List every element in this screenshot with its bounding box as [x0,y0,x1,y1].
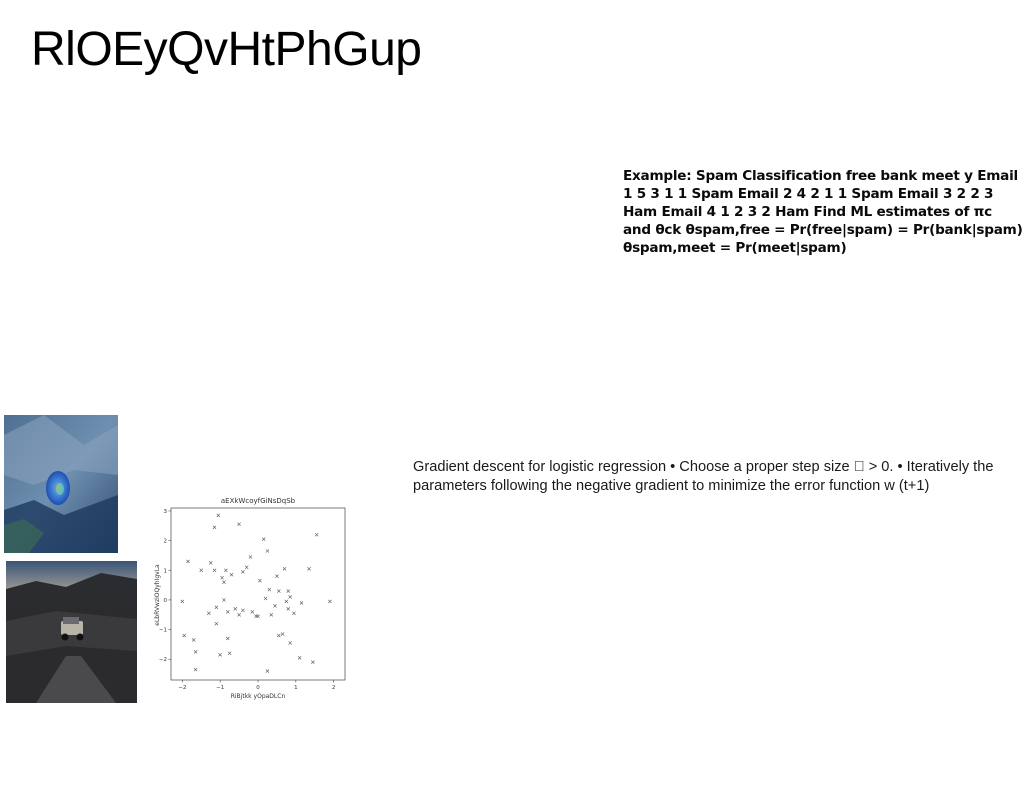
scatter-point [265,669,270,673]
y-tick-label: 2 [164,539,168,545]
slide-title: RlOEyQvHtPhGup [31,23,422,76]
scatter-point [193,667,198,672]
scatter-point [282,566,287,571]
scatter-point [237,612,241,617]
scatter-point [224,568,228,573]
scatter-point [261,537,266,541]
scatter-point [191,638,196,642]
y-tick-label: −1 [159,628,167,634]
y-tick-label: 1 [164,568,168,574]
scatter-point [256,614,260,619]
scatter-point [208,561,213,565]
scatter-chart: aEXkWcoyfGiNsDqSb −2 −1 0 1 2 3 −2 −1 0 1 2 RiBjt… [154,497,346,700]
x-tick-label: 1 [294,685,298,691]
data-points [180,513,332,673]
x-tick-label: 2 [332,685,336,691]
scatter-point [288,641,292,645]
scatter-point [267,587,272,592]
scatter-point [199,568,204,573]
scatter-point [229,572,234,577]
scatter-point [207,611,211,616]
scatter-point [233,607,238,611]
scatter-point [222,598,226,602]
scatter-point [275,574,279,579]
scatter-point [182,633,187,638]
y-axis-ticks: −2 −1 0 1 2 3 [159,509,171,663]
y-axis-label: eLbRVwziOQyhIgvLa [154,564,161,626]
spam-classification-text: Example: Spam Classification free bank m… [623,168,1023,256]
scatter-point [216,513,221,518]
scatter-point [248,555,253,559]
scatter-point [250,609,255,614]
offroad-vehicle-photo [6,561,137,703]
x-tick-label: −1 [216,685,224,691]
scatter-point [286,589,291,593]
scatter-point [276,633,281,638]
scatter-point [186,559,190,564]
y-tick-label: 3 [164,509,168,515]
scatter-point [263,596,268,601]
y-tick-label: 0 [164,598,168,604]
scatter-point [314,532,319,537]
scatter-point [286,607,291,611]
scatter-point [273,604,277,608]
scatter-point [222,580,226,584]
x-axis-label: RiBjtkk yOpaDLCn [231,693,286,700]
scatter-point [225,609,230,614]
scatter-point [212,568,217,573]
x-tick-label: 0 [256,685,260,691]
scatter-point [180,599,185,604]
scatter-point [311,660,315,665]
scatter-point [299,601,304,605]
scatter-point [237,522,241,527]
scatter-point [225,636,230,641]
scatter-point [269,612,274,617]
scatter-point [227,651,232,656]
gradient-descent-text: Gradient descent for logistic regression… [413,459,994,494]
scatter-point [214,605,219,610]
x-axis-ticks: −2 −1 0 1 2 [178,680,335,691]
scatter-point [292,611,296,616]
scatter-point [280,632,285,636]
scatter-point [212,525,217,530]
scatter-point [218,652,222,657]
scatter-point [214,621,219,626]
scatter-point [244,565,249,570]
x-tick-label: −2 [178,685,186,691]
scatter-point [284,599,289,604]
scatter-point [307,566,311,571]
scatter-point [193,650,198,654]
chart-title: aEXkWcoyfGiNsDqSb [221,497,296,505]
plot-area [170,507,346,681]
y-tick-label: −2 [159,657,167,663]
scatter-point [241,608,245,613]
scatter-point [297,655,302,660]
scatter-point [288,595,292,599]
scatter-point [258,578,262,583]
scatter-point [276,589,281,593]
scatter-point [265,549,270,553]
abstract-blue-photo [4,415,118,553]
scatter-point [241,569,245,574]
scatter-point [328,599,332,604]
scatter-point [220,575,224,580]
